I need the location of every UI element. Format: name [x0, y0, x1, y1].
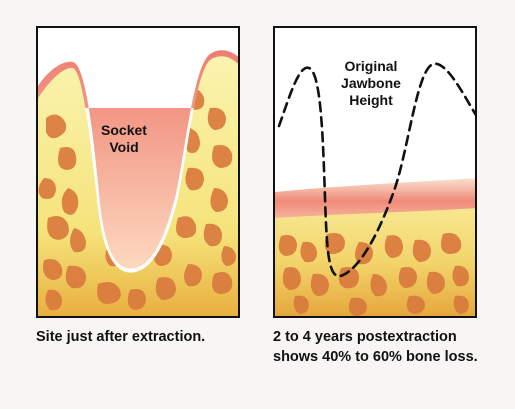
extraction-site-panel	[36, 26, 240, 318]
caption-right-line-2: shows 40% to 60% bone loss.	[273, 347, 478, 367]
bone-loss-caption: 2 to 4 years postextraction shows 40% to…	[273, 327, 478, 367]
jaw-label-line-1: Original	[326, 58, 416, 75]
jaw-label-line-2: Jawbone	[326, 75, 416, 92]
socket-label-line-1: Socket	[94, 122, 154, 139]
caption-left-line-1: Site just after extraction.	[36, 327, 205, 347]
caption-right-line-1: 2 to 4 years postextraction	[273, 327, 478, 347]
jaw-label-line-3: Height	[326, 92, 416, 109]
original-jawbone-height-label: Original Jawbone Height	[326, 58, 416, 109]
extraction-socket-illustration	[38, 28, 240, 318]
socket-void-label: Socket Void	[94, 122, 154, 156]
socket-label-line-2: Void	[94, 139, 154, 156]
extraction-caption: Site just after extraction.	[36, 327, 205, 347]
